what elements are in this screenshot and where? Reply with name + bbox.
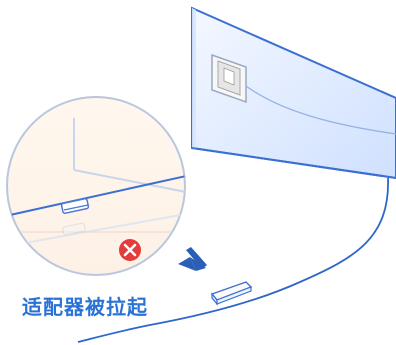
floor-cable-and-adapter: [77, 177, 389, 343]
pointer-arrow-icon: [178, 247, 207, 271]
ghost-adapter: [62, 222, 86, 236]
wall-device: [211, 53, 247, 104]
error-x-icon: [119, 239, 141, 261]
caption-text: 适配器被拉起: [22, 295, 148, 319]
panel-cable: [245, 85, 396, 135]
zoom-circle: [6, 96, 186, 276]
glass-panel: [191, 6, 396, 180]
zoom-adapter: [60, 198, 90, 214]
